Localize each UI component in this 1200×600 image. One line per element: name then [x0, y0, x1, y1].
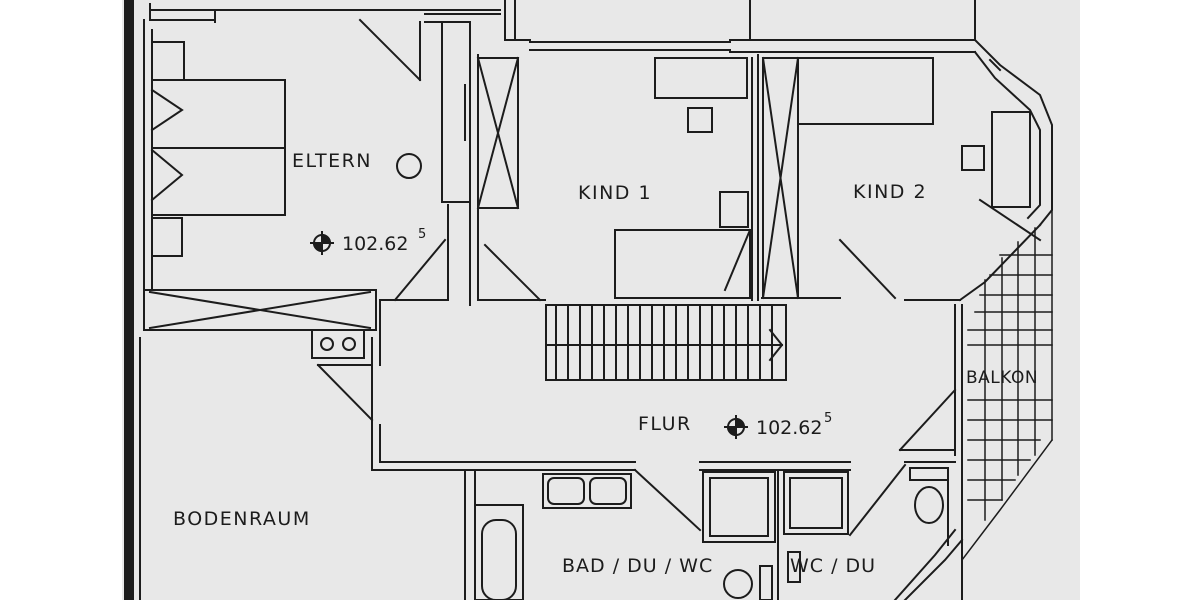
label-bad: BAD / DU / WC — [562, 555, 713, 577]
bay-window — [973, 38, 1053, 227]
elevation-flur-sup: 5 — [824, 411, 832, 426]
label-kind2: KIND 2 — [853, 181, 927, 203]
room-eltern — [143, 18, 471, 359]
room-bathroom — [464, 461, 851, 600]
hallway-flur — [316, 299, 963, 600]
elevation-flur-value: 102.62 — [756, 417, 822, 439]
floor-plan-sheet: ELTERN KIND 1 KIND 2 BALKON FLUR BODENRA… — [122, 0, 1080, 600]
label-kind1: KIND 1 — [578, 182, 652, 204]
balcony — [960, 209, 1054, 562]
label-wc: WC / DU — [790, 555, 876, 577]
staircase — [545, 304, 787, 381]
label-flur: FLUR — [638, 413, 692, 435]
label-eltern: ELTERN — [292, 150, 372, 172]
top-walls — [149, 0, 976, 53]
outer-wall-left — [124, 0, 145, 600]
label-balkon: BALKON — [966, 368, 1038, 388]
elevation-eltern-value: 102.62 — [342, 233, 408, 255]
label-bodenraum: BODENRAUM — [173, 508, 311, 530]
room-wc — [783, 461, 964, 600]
floor-plan: ELTERN KIND 1 KIND 2 BALKON FLUR BODENRA… — [124, 0, 1054, 600]
elevation-eltern-sup: 5 — [418, 227, 426, 242]
room-kind2 — [757, 54, 1042, 302]
elevation-marker-flur-icon — [724, 415, 748, 439]
elevation-marker-eltern-icon — [310, 231, 334, 255]
room-kind1 — [469, 39, 753, 306]
